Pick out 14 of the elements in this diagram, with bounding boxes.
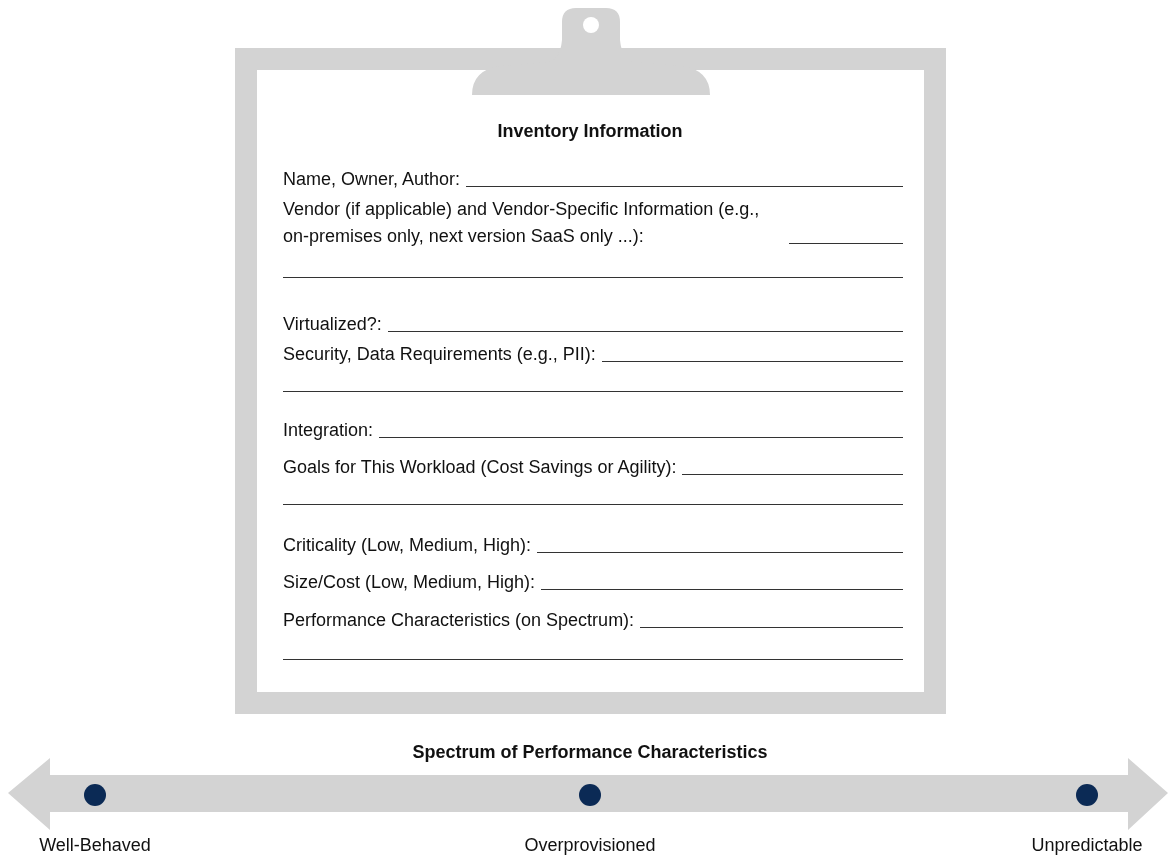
field-label: Integration:	[283, 419, 374, 442]
point-label: Well-Behaved	[39, 835, 151, 856]
field-label: Size/Cost (Low, Medium, High):	[283, 571, 536, 594]
field-label: Performance Characteristics (on Spectrum):	[283, 609, 635, 632]
field-label: Criticality (Low, Medium, High):	[283, 534, 532, 557]
field-label: Vendor (if applicable) and Vendor-Specific Information (e.g., on-premises only, next version SaaS only ...):	[283, 198, 761, 248]
field-label: Security, Data Requirements (e.g., PII):	[283, 343, 596, 366]
heading: Inventory Information	[497, 121, 683, 142]
field-label: Name, Owner, Author:	[283, 168, 461, 191]
point-label: Overprovisioned	[524, 835, 656, 856]
field-label: Virtualized?:	[283, 313, 382, 336]
point-label: Unpredictable	[1031, 835, 1143, 856]
field-label: Goals for This Workload (Cost Savings or Agility):	[283, 456, 677, 479]
heading: Spectrum of Performance Characteristics	[412, 742, 768, 763]
